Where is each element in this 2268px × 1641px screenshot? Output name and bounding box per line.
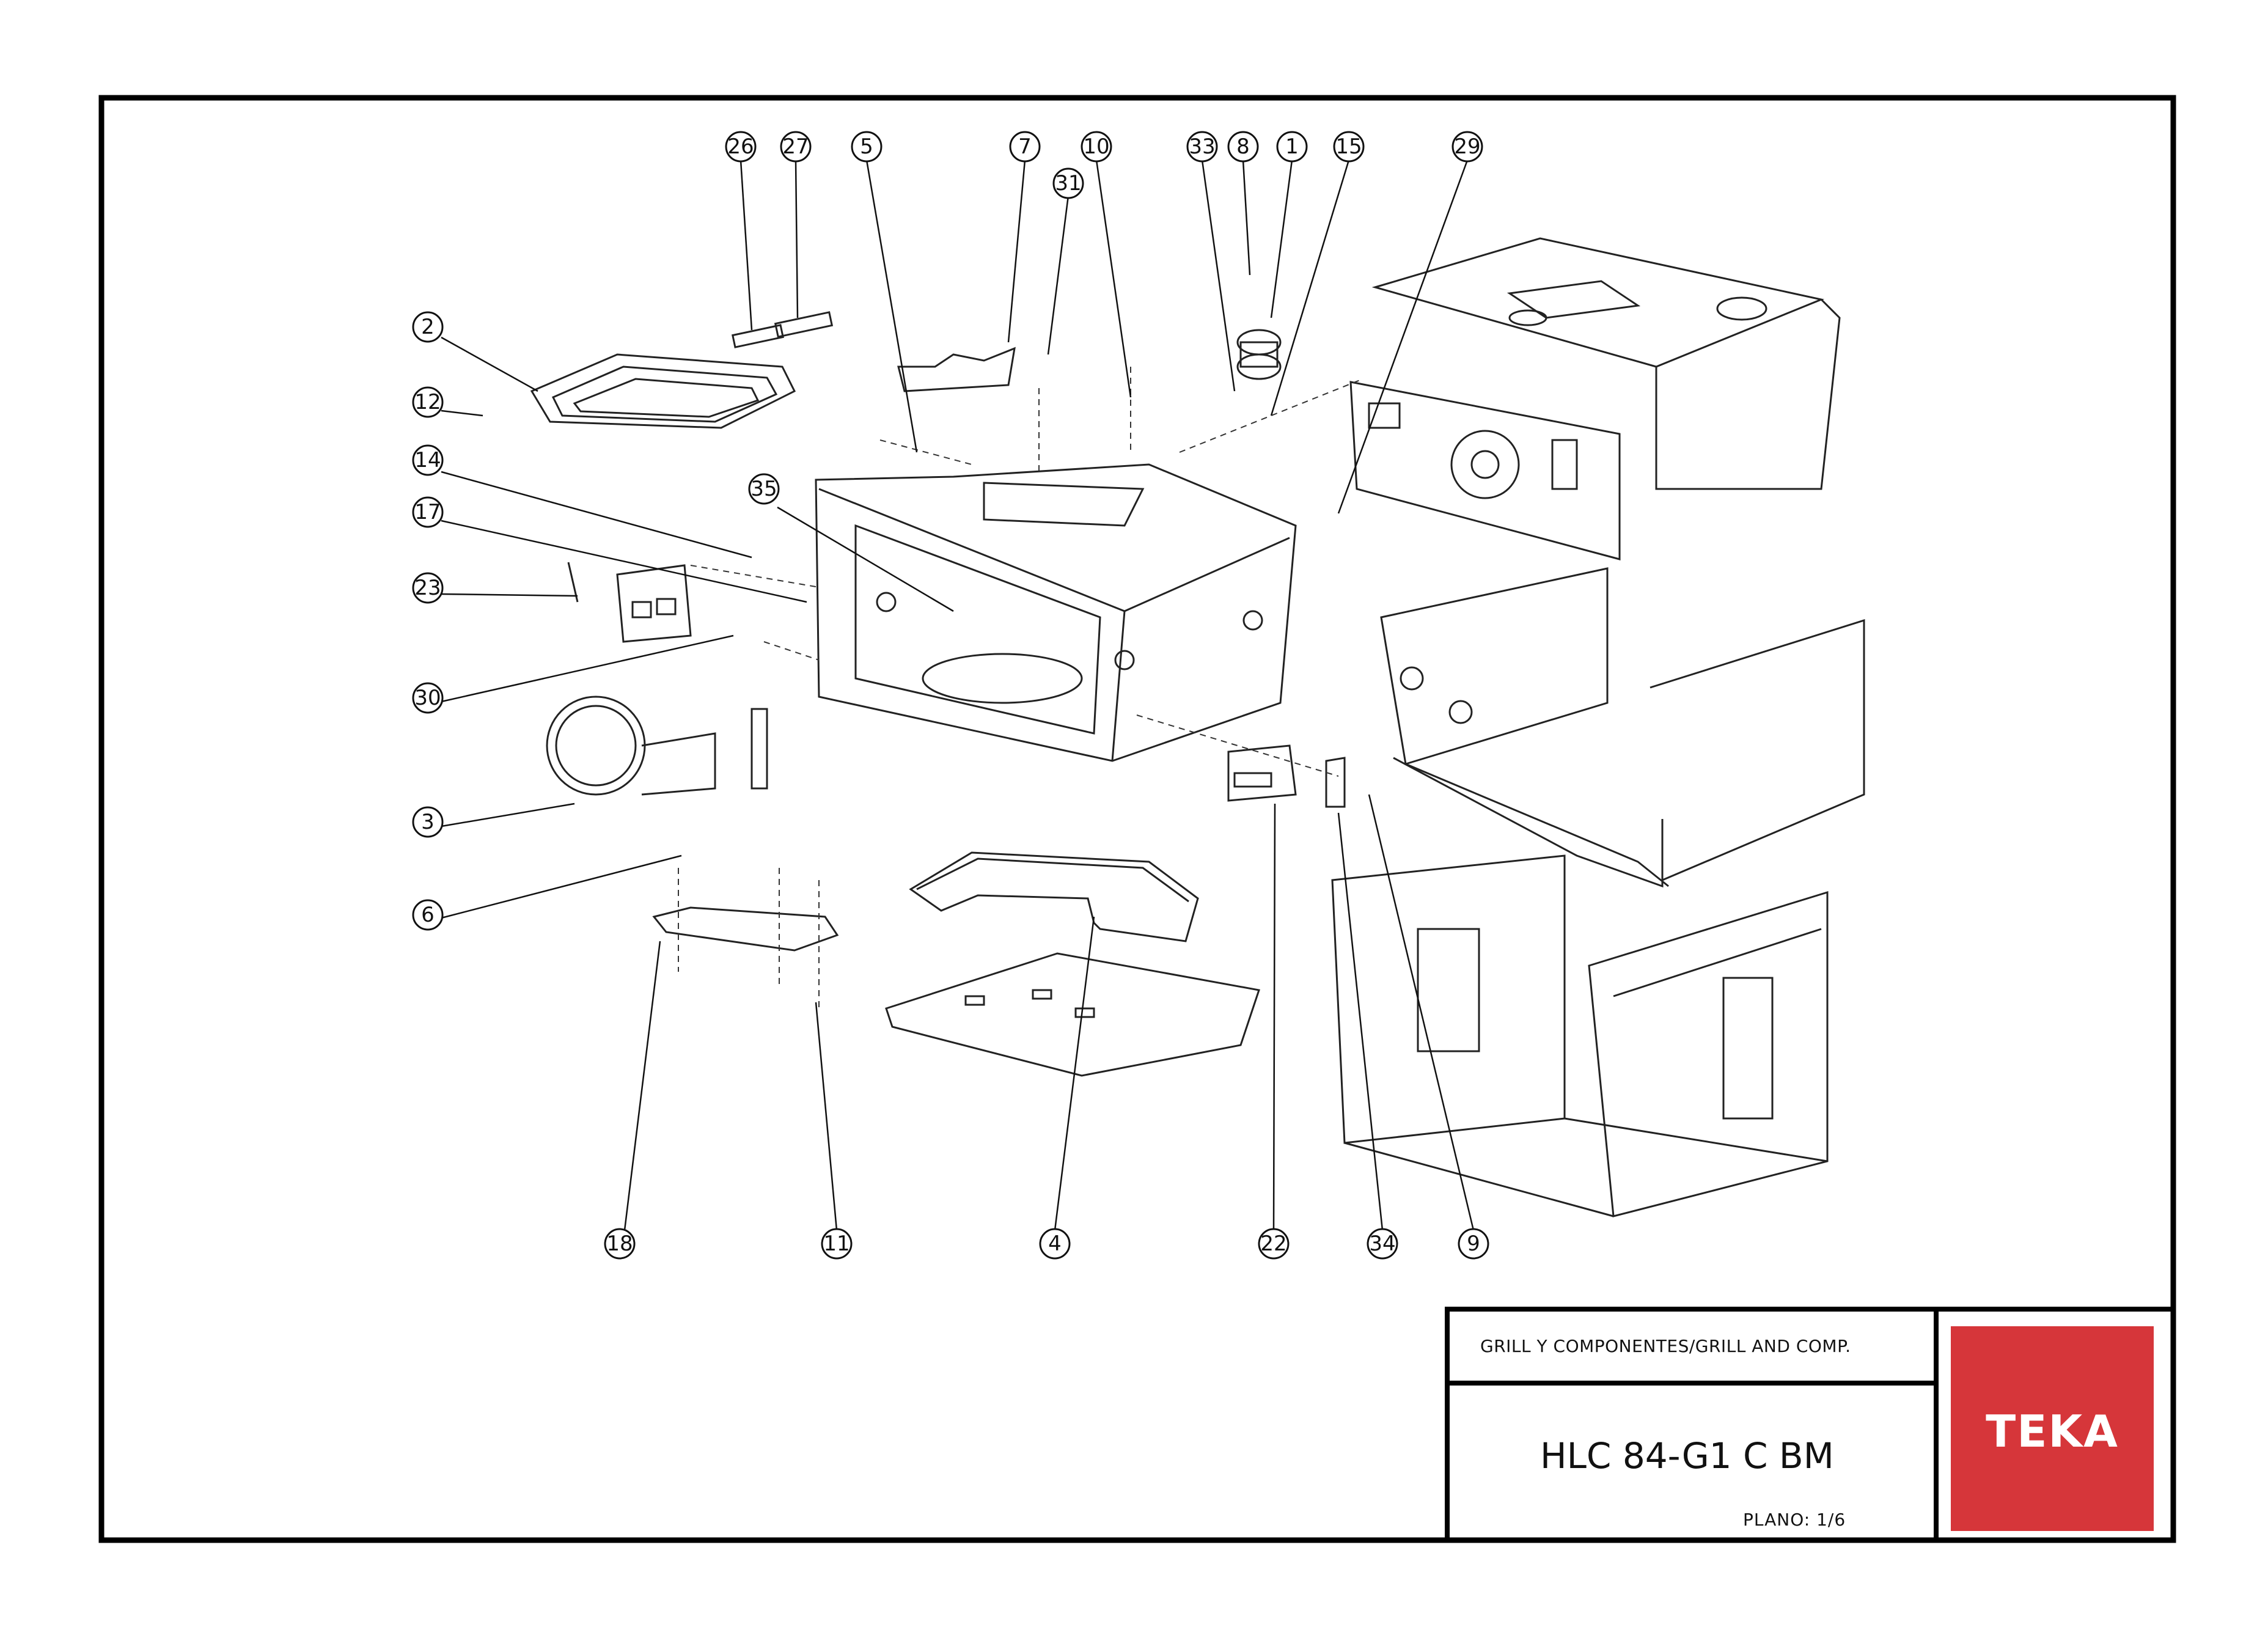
- callout-label: 17: [414, 500, 441, 524]
- callout-label: 27: [782, 134, 809, 159]
- grill-element: [530, 353, 796, 429]
- callout-4: [1039, 1228, 1071, 1260]
- drawing-frame: [98, 95, 2176, 1543]
- callout-label: 14: [414, 448, 441, 472]
- callout-labels: 26 27 5 7 10 31 33 8 1 15 29 2 12 14 17 …: [414, 134, 1480, 1256]
- callout-label: 23: [414, 576, 441, 600]
- callout-11: [821, 1228, 853, 1260]
- sheet-number: PLANO: 1/6: [1743, 1510, 1846, 1530]
- callout-23: [412, 572, 444, 604]
- callout-label: 2: [421, 315, 435, 339]
- callout-1: [1276, 131, 1308, 163]
- callout-34: [1367, 1228, 1398, 1260]
- callout-label: 33: [1189, 134, 1215, 159]
- cover-plate: [652, 906, 839, 952]
- callout-label: 9: [1467, 1232, 1480, 1256]
- callout-label: 30: [414, 686, 441, 710]
- bracket-23: [567, 562, 692, 643]
- callout-label: 18: [606, 1232, 633, 1256]
- callout-label: 26: [727, 134, 754, 159]
- callout-label: 5: [860, 134, 873, 159]
- model-number: HLC 84-G1 C BM: [1540, 1435, 1834, 1477]
- callout-26: [725, 131, 757, 163]
- callout-17: [412, 496, 444, 528]
- side-panel: [1380, 567, 1865, 888]
- assembly-lines: [678, 367, 1363, 1008]
- callout-label: 10: [1083, 134, 1109, 159]
- bracket: [897, 347, 1016, 392]
- title-block: [1445, 1307, 2176, 1543]
- callouts: [412, 131, 1489, 1260]
- callout-9: [1458, 1228, 1489, 1260]
- callout-10: [1081, 131, 1112, 163]
- terminal-strip: [732, 324, 784, 348]
- callout-label: 8: [1236, 134, 1250, 159]
- oven-cavity: [815, 463, 1297, 762]
- callout-label: 11: [823, 1232, 850, 1256]
- callout-18: [604, 1228, 636, 1260]
- callout-35: [748, 473, 780, 505]
- callout-6: [412, 899, 444, 931]
- callout-label: 22: [1260, 1232, 1286, 1256]
- bracket-22: [1227, 744, 1346, 808]
- callout-label: 34: [1369, 1232, 1395, 1256]
- callout-15: [1333, 131, 1365, 163]
- callout-label: 6: [421, 903, 435, 927]
- callout-label: 1: [1285, 134, 1299, 159]
- top-cover: [1371, 237, 1841, 490]
- logo-text: TEKA: [1986, 1406, 2119, 1457]
- callout-label: 35: [750, 477, 777, 501]
- lower-element: [909, 851, 1199, 942]
- callout-30: [412, 682, 444, 714]
- callout-22: [1258, 1228, 1290, 1260]
- callout-label: 29: [1454, 134, 1480, 159]
- callout-3: [412, 806, 444, 838]
- callout-label: 15: [1335, 134, 1362, 159]
- teka-logo: TEKA: [1951, 1326, 2154, 1531]
- callout-31: [1052, 167, 1084, 199]
- callout-5: [851, 131, 883, 163]
- bottom-plate: [885, 952, 1260, 1077]
- callout-33: [1186, 131, 1218, 163]
- callout-label: 12: [414, 390, 441, 414]
- callout-label: 31: [1055, 171, 1081, 196]
- callout-12: [412, 386, 444, 418]
- lower-chassis: [1331, 854, 1829, 1217]
- callout-label: 3: [421, 810, 435, 834]
- leader-lines: [441, 160, 1475, 1231]
- callout-29: [1451, 131, 1483, 163]
- callout-label: 4: [1048, 1232, 1062, 1256]
- callout-27: [780, 131, 812, 163]
- parts-artwork: [530, 237, 1865, 1217]
- rear-plate: [1349, 381, 1621, 560]
- circular-element: [546, 696, 768, 796]
- callout-label: 7: [1018, 134, 1032, 159]
- drawing-title: GRILL Y COMPONENTES/GRILL AND COMP.: [1480, 1336, 1851, 1356]
- callout-14: [412, 444, 444, 476]
- callout-7: [1009, 131, 1041, 163]
- callout-2: [412, 311, 444, 343]
- callout-8: [1227, 131, 1259, 163]
